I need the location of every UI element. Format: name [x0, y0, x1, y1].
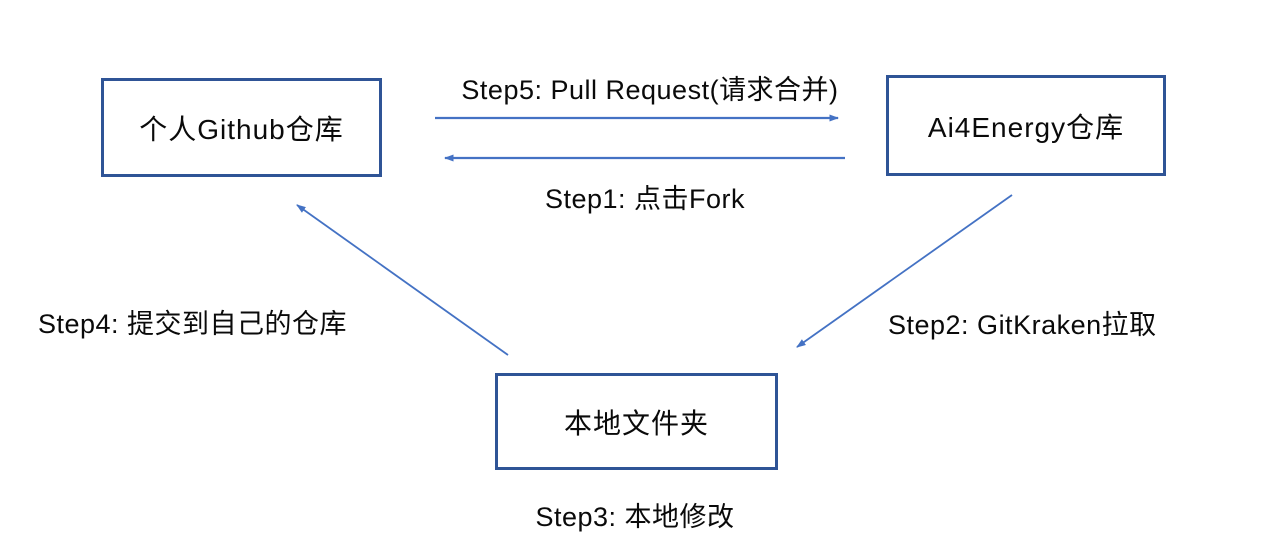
arrow-step4-push-to-own-repo: [296, 204, 509, 356]
node-personal-github-repo-label: 个人Github仓库: [139, 113, 344, 145]
edge-label-step5-pull-request: Step5: Pull Request(请求合并): [461, 75, 839, 105]
edge-label-step3-local-edit: Step3: 本地修改: [535, 502, 735, 532]
node-personal-github-repo: 个人Github仓库: [101, 78, 382, 177]
arrow-step2-gitkraken-pull: [796, 194, 1013, 348]
edge-label-step2-gitkraken-pull: Step2: GitKraken拉取: [888, 310, 1157, 340]
node-local-folder: 本地文件夹: [495, 373, 778, 470]
node-ai4energy-repo-label: Ai4Energy仓库: [927, 111, 1125, 143]
edge-label-step4-push-to-own-repo: Step4: 提交到自己的仓库: [38, 309, 348, 339]
edge-label-step1-fork: Step1: 点击Fork: [544, 184, 746, 214]
node-local-folder-label: 本地文件夹: [563, 407, 709, 439]
node-ai4energy-repo: Ai4Energy仓库: [886, 75, 1166, 176]
